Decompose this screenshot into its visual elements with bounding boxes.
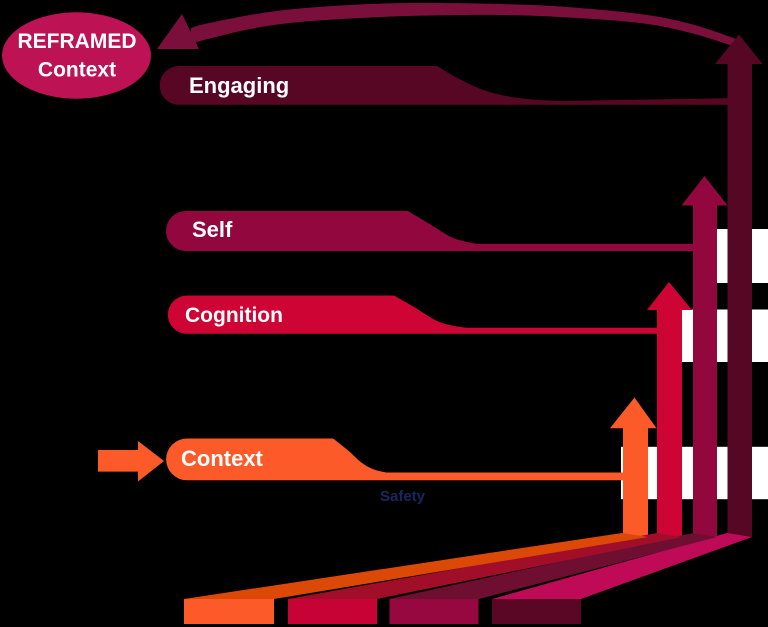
- svg-text:Context: Context: [38, 58, 116, 81]
- svg-text:Context: Context: [181, 446, 264, 471]
- svg-text:Cognition: Cognition: [185, 304, 283, 327]
- svg-text:Self: Self: [192, 217, 233, 242]
- svg-text:Engaging: Engaging: [189, 73, 289, 98]
- svg-text:Safety: Safety: [380, 488, 426, 505]
- svg-text:REFRAMED: REFRAMED: [18, 30, 137, 53]
